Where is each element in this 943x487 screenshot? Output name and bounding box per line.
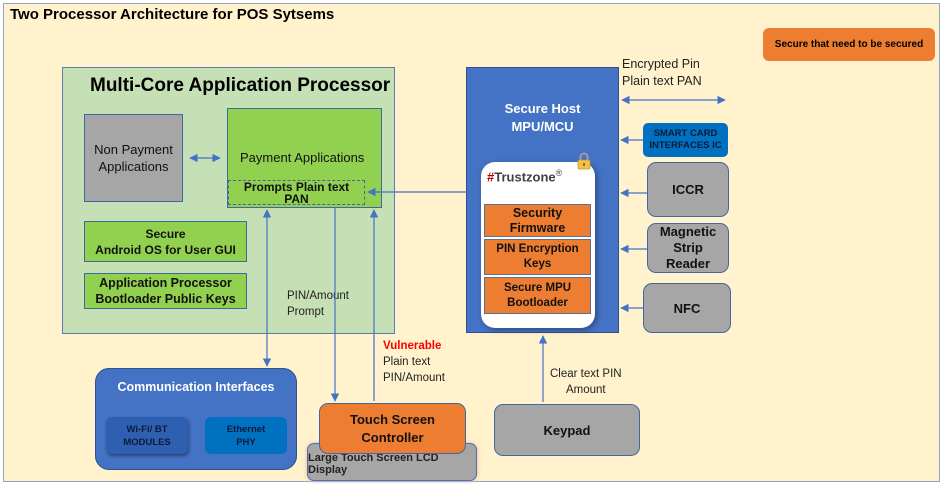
prompts-label: Prompts Plain text PAN bbox=[243, 179, 350, 206]
nfc-box: NFC bbox=[643, 283, 731, 333]
payment-applications-label: Payment Applications bbox=[240, 150, 365, 165]
vulnerable-label: Vulnerable bbox=[383, 340, 442, 352]
payment-applications-box bbox=[227, 108, 382, 208]
wifi-line-1: Wi-Fi/ BT bbox=[126, 423, 168, 435]
non-payment-applications-label: Non Payment Applications bbox=[94, 142, 173, 174]
iccr-box: ICCR bbox=[647, 162, 729, 217]
trustzone-registered-mark: ® bbox=[555, 168, 563, 178]
secure-host-line-1: Secure Host bbox=[504, 101, 581, 116]
application-processor-title: Multi-Core Application Processor bbox=[90, 75, 391, 96]
msr-line-1: Magnetic bbox=[659, 224, 717, 239]
communication-interfaces-label: Communication Interfaces bbox=[117, 380, 275, 394]
trustzone-label: #Trustzone® bbox=[487, 168, 562, 184]
wifi-line-2: MODULES bbox=[123, 436, 171, 448]
pin-prompt-line-1: PIN/Amount bbox=[287, 290, 349, 302]
secure-host-line-2: MPU/MCU bbox=[511, 119, 574, 134]
pin-keys-line-2: Keys bbox=[523, 258, 552, 270]
security-firmware-line-1: Security bbox=[512, 205, 563, 220]
tsc-line-2: Controller bbox=[361, 429, 424, 445]
pin-keys-line-1: PIN Encryption bbox=[496, 243, 579, 255]
bootloader-keys-line-1: Application Processor bbox=[99, 276, 232, 290]
clear-pin-line-2: Amount bbox=[565, 384, 606, 396]
non-payment-applications-box: Non Payment Applications bbox=[84, 114, 183, 202]
msr-line-3: Reader bbox=[665, 256, 711, 271]
secure-bootloader-line-2: Bootloader bbox=[507, 296, 568, 309]
secure-bootloader-line-1: Secure MPU bbox=[503, 281, 572, 294]
keypad-label: Keypad bbox=[543, 422, 591, 438]
pin-amount-prompt-annotation: PIN/Amount Prompt bbox=[287, 288, 349, 320]
pin-prompt-line-2: Prompt bbox=[287, 306, 325, 318]
nfc-label: NFC bbox=[673, 300, 701, 316]
msr-line-2: Strip bbox=[673, 240, 703, 255]
tsc-line-1: Touch Screen bbox=[349, 411, 435, 427]
padlock-icon bbox=[577, 152, 591, 170]
encrypted-pin-annotation: Encrypted Pin Plain text PAN bbox=[622, 56, 702, 90]
encrypted-line-2: Plain text PAN bbox=[622, 74, 702, 88]
smart-card-line-1: SMART CARD bbox=[653, 128, 718, 139]
trustzone-hash: # bbox=[487, 169, 495, 185]
secure-android-os-box: Secure Android OS for User GUI bbox=[84, 221, 247, 262]
vulnerable-annotation: Vulnerable Plain text PIN/Amount bbox=[383, 338, 445, 386]
secure-mpu-bootloader-box: Secure MPU Bootloader bbox=[484, 277, 591, 314]
trustzone-name: Trustzone bbox=[494, 169, 556, 185]
secure-android-line-2: Android OS for User GUI bbox=[95, 242, 236, 257]
secure-android-line-1: Secure bbox=[145, 226, 186, 241]
iccr-label: ICCR bbox=[672, 182, 704, 197]
diagram-title: Two Processor Architecture for POS Sytse… bbox=[10, 6, 335, 23]
bootloader-keys-line-2: Bootloader Public Keys bbox=[95, 292, 236, 306]
security-firmware-line-2: Firmware bbox=[509, 220, 566, 235]
legend-secure-box: Secure that need to be secured bbox=[763, 28, 935, 61]
bootloader-public-keys-box: Application Processor Bootloader Public … bbox=[84, 273, 247, 309]
clear-text-pin-annotation: Clear text PIN Amount bbox=[550, 366, 622, 398]
encrypted-line-1: Encrypted Pin bbox=[622, 57, 700, 71]
ethernet-line-1: Ethernet bbox=[226, 423, 266, 435]
clear-pin-line-1: Clear text PIN bbox=[550, 368, 622, 380]
lcd-display-label: Large Touch Screen LCD Display bbox=[308, 452, 439, 476]
plain-pin-line-2: PIN/Amount bbox=[383, 372, 445, 384]
secure-host-label: Secure Host MPU/MCU bbox=[466, 100, 619, 136]
plain-pin-line-1: Plain text bbox=[383, 356, 431, 368]
keypad-box: Keypad bbox=[494, 404, 640, 456]
prompts-plain-text-pan-box: Prompts Plain text PAN bbox=[228, 180, 365, 205]
ethernet-line-2: PHY bbox=[236, 436, 256, 448]
smart-card-line-2: INTERFACES IC bbox=[649, 140, 722, 151]
